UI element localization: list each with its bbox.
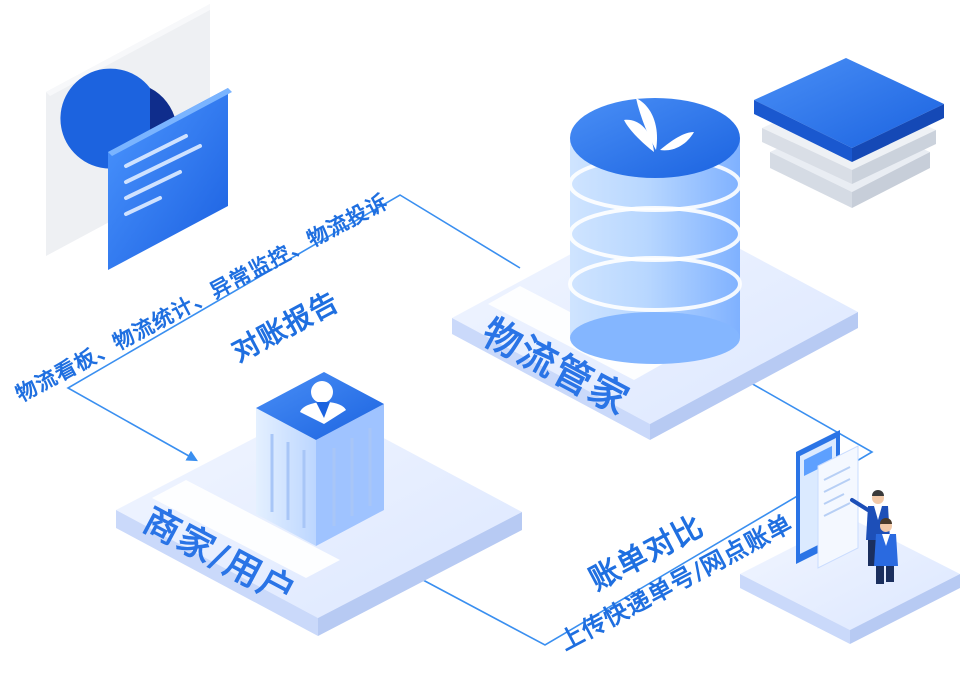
- user-box-icon: [256, 372, 384, 546]
- connector-compare: [407, 376, 874, 646]
- people-plate: [740, 518, 960, 644]
- stacked-layers-icon: [754, 58, 944, 208]
- user-avatar-icon: [300, 381, 346, 424]
- phone-icon: [796, 430, 859, 569]
- v-logo-icon: [624, 98, 694, 152]
- connector-report: [66, 194, 521, 462]
- people-icon: [850, 490, 898, 584]
- database-cylinder-icon: [568, 98, 742, 364]
- report-document-icon: [46, 4, 232, 270]
